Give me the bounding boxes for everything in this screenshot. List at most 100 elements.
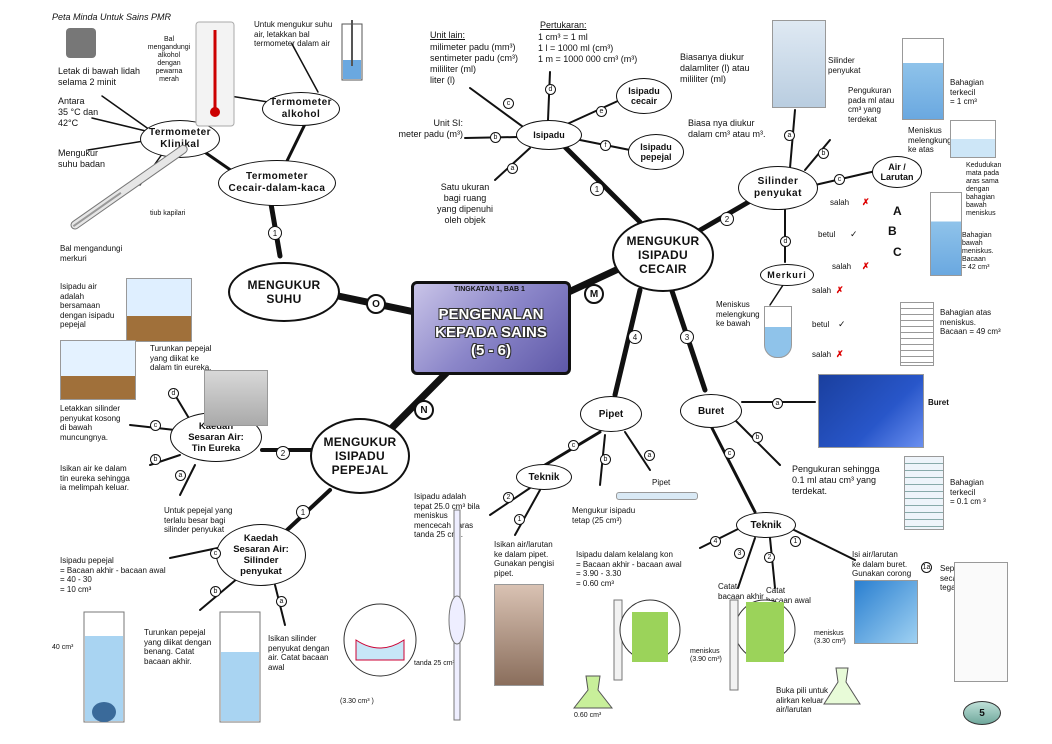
- node-air-larutan: Air / Larutan: [872, 156, 922, 188]
- branch-number-3: 3: [680, 330, 694, 344]
- note-letak-bawah-lidah: Letak di bawah lidah selama 2 minit: [58, 66, 141, 87]
- sub-label-c: c: [568, 440, 579, 451]
- buret-sepit: Sepit secara tegak: [940, 564, 965, 592]
- note-antara-suhu: Antara 35 °C dan 42°C: [58, 96, 99, 128]
- buret-catat-akhir: Catat bacaan akhir: [718, 582, 764, 601]
- mouth-photo: [66, 28, 96, 58]
- sub-label-c: c: [210, 548, 221, 559]
- reading-betul-b: betul: [818, 230, 836, 239]
- eureka-untuk: Untuk pepejal yang terlalu besar bagi si…: [164, 506, 233, 534]
- pipet-isipadu-adalah: Isipadu adalah tepat 25.0 cm³ bila menis…: [414, 492, 480, 539]
- letter-badge-m: M: [584, 284, 604, 304]
- step-2-label: 2: [503, 492, 514, 503]
- sub-label-a: a: [507, 163, 518, 174]
- wrong-mark-icon: ✗: [862, 261, 870, 271]
- page-number: 5: [963, 701, 1001, 725]
- sub-label-a: a: [784, 130, 795, 141]
- silinder-pengukuran: Pengukuran pada ml atau cm³ yang terdeka…: [848, 86, 895, 124]
- sub-label-b: b: [210, 586, 221, 597]
- sub-label-b: b: [490, 132, 501, 143]
- branch-number-1: 1: [296, 505, 310, 519]
- sub-label-f: f: [600, 140, 611, 151]
- bahagian-terkecil-silinder: Bahagian terkecil = 1 cm³: [950, 78, 984, 106]
- eureka-turunkan: Turunkan pepejal yang diikat ke dalam ti…: [150, 344, 212, 372]
- eureka-cylinder-photo: [60, 340, 136, 400]
- bahagian-atas-meniskus: Bahagian atas meniskus. Bacaan = 49 cm³: [940, 308, 1001, 336]
- eureka-letakkan: Letakkan silinder penyukat kosong di baw…: [60, 404, 121, 442]
- branch-number-2: 2: [276, 446, 290, 460]
- node-buret-teknik: Teknik: [736, 512, 796, 538]
- node-mengukur-isipadu-pepejal: MENGUKUR ISIPADU PEPEJAL: [310, 418, 410, 494]
- buret-catat-awal: Catat bacaan awal: [766, 586, 811, 605]
- letter-badge-n: N: [414, 400, 434, 420]
- node-mengukur-isipadu-cecair: MENGUKUR ISIPADU CECAIR: [612, 218, 714, 292]
- node-isipadu-cecair: Isipadu cecair: [616, 78, 672, 114]
- center-title: PENGENALAN KEPADA SAINS (5 - 6): [435, 306, 547, 359]
- sub-label-b: b: [752, 432, 763, 443]
- step-1-label: 1: [790, 536, 801, 547]
- kedudukan-mata: Kedudukan mata pada aras sama dengan bah…: [966, 162, 1002, 217]
- branch-number-1: 1: [590, 182, 604, 196]
- pipet-filler-photo: [494, 584, 544, 686]
- bahagian-bawah-meniskus: Bahagian bawah meniskus. Bacaan = 42 cm³: [962, 232, 994, 271]
- sub-label-c: c: [503, 98, 514, 109]
- wrong-mark-icon: ✗: [836, 349, 844, 359]
- sub-label-a: a: [175, 470, 186, 481]
- note-bal-alkohol: Bal mengandungi alkohol dengan pewarna m…: [147, 36, 191, 83]
- node-silinder-penyukat: Silinder penyukat: [738, 166, 818, 210]
- silinder-caption: Silinder penyukat: [828, 56, 861, 75]
- sub-label-a: a: [276, 596, 287, 607]
- unit-lain-title: Unit lain:: [430, 30, 466, 40]
- silinder-reading: 40 cm³: [52, 644, 74, 651]
- isipadu-pepejal-note: Biasa nya diukur dalam cm³ atau m³.: [688, 118, 766, 139]
- sub-label-d: d: [168, 388, 179, 399]
- letter-badge-o: O: [366, 294, 386, 314]
- meniskus-atas-photo: [950, 120, 996, 158]
- note-tiub-kapilari: tiub kapilari: [150, 210, 186, 217]
- sub-label-c: c: [150, 420, 161, 431]
- node-pipet: Pipet: [580, 396, 642, 432]
- reading-salah-merkuri-1: salah: [812, 286, 832, 295]
- sub-label-a: a: [772, 398, 783, 409]
- buret-caption: Buret: [928, 398, 949, 407]
- silinder-turunkan: Turunkan pepejal yang diikat dengan bena…: [144, 628, 212, 666]
- pipet-mengukur: Mengukur isipadu tetap (25 cm³): [572, 506, 636, 525]
- node-silinder-sesaran: Kaedah Sesaran Air: Silinder penyukat: [216, 524, 306, 586]
- pertukaran-list: 1 cm³ = 1 ml 1 l = 1000 ml (cm³) 1 m = 1…: [538, 32, 638, 64]
- node-mengukur-suhu: MENGUKUR SUHU: [228, 262, 340, 322]
- node-pipet-teknik: Teknik: [516, 464, 572, 490]
- eye-position-b: B: [888, 224, 897, 238]
- step-1-label: 1: [514, 514, 525, 525]
- meniskus-3-30: meniskus (3.30 cm³): [814, 630, 846, 645]
- sub-label-b: b: [150, 454, 161, 465]
- meniskus-melengkung-atas: Meniskus melengkung ke atas: [908, 126, 952, 154]
- sub-label-d: d: [545, 84, 556, 95]
- eye-position-a: A: [893, 204, 902, 218]
- silinder-penyukat-photo: [772, 20, 826, 108]
- meniskus-melengkung-bawah: Meniskus melengkung ke bawah: [716, 300, 760, 328]
- node-termometer-alkohol: Termometer alkohol: [262, 92, 340, 126]
- silinder-formula: Isipadu pepejal = Bacaan akhir - bacaan …: [60, 556, 166, 594]
- reading-betul-merkuri: betul: [812, 320, 830, 329]
- node-isipadu: Isipadu: [516, 120, 582, 150]
- sub-label-e: e: [596, 106, 607, 117]
- pipet-tanda: tanda 25 cm³: [414, 660, 455, 667]
- sub-label-c: c: [834, 174, 845, 185]
- pertukaran-title: Pertukaran:: [540, 20, 587, 30]
- sub-label-d: d: [780, 236, 791, 247]
- center-tag: TINGKATAN 1, BAB 1: [454, 286, 525, 293]
- reading-salah-c: salah: [832, 262, 852, 271]
- header-title: Peta Minda Untuk Sains PMR: [52, 12, 172, 22]
- reading-salah-merkuri-2: salah: [812, 350, 832, 359]
- sub-label-b: b: [600, 454, 611, 465]
- branch-number-1: 1: [268, 226, 282, 240]
- buret-isi: Isi air/larutan ke dalam buret. Gunakan …: [852, 550, 912, 578]
- sub-label-b: b: [818, 148, 829, 159]
- eureka-isikan: Isikan air ke dalam tin eureka sehingga …: [60, 464, 130, 492]
- isipadu-cecair-note: Biasanya diukur dalamliter (l) atau mili…: [680, 52, 750, 84]
- merkuri-scale-photo: [900, 302, 934, 366]
